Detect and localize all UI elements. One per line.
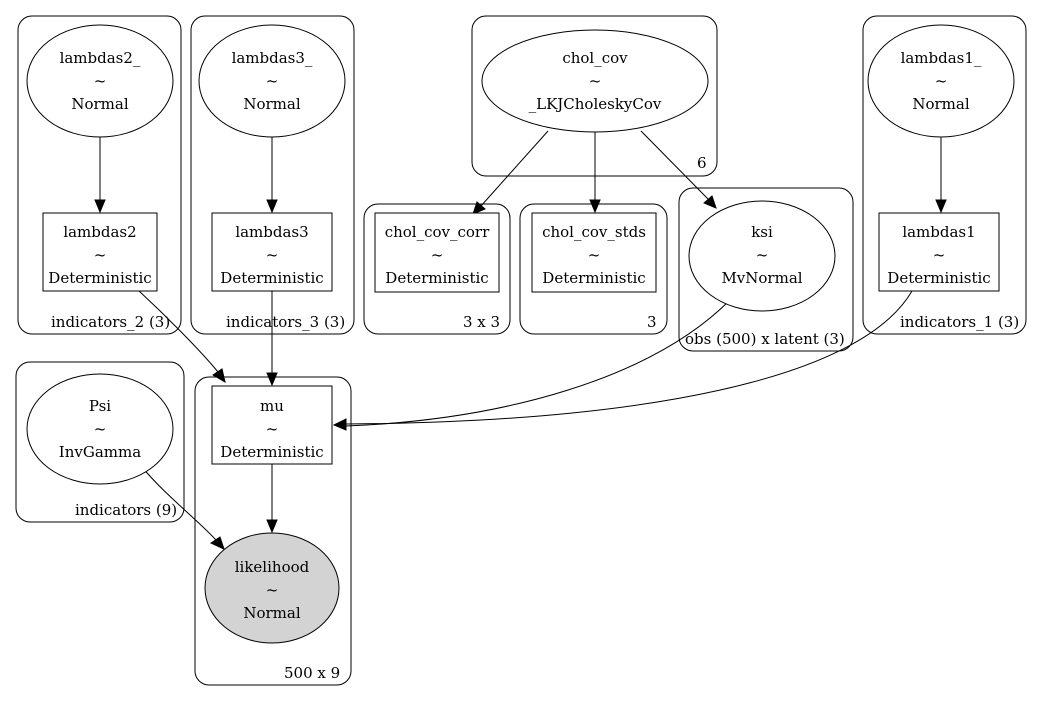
node-lambdas3-name: lambdas3 xyxy=(235,223,308,241)
plate-label-obs-latent: obs (500) x latent (3) xyxy=(685,330,845,348)
node-lambdas3-dist: Deterministic xyxy=(220,269,323,287)
node-chol_cov-dist: _LKJCholeskyCov xyxy=(529,95,662,113)
node-lambdas2_-name: lambdas2_ xyxy=(60,49,141,67)
edge-lambdas1_-to-lambdas1 xyxy=(935,137,947,214)
node-lambdas2-name: lambdas2 xyxy=(63,223,136,241)
node-lambdas3_-name: lambdas3_ xyxy=(232,49,313,67)
node-lambdas2[interactable]: lambdas2 ~ Deterministic xyxy=(42,212,158,292)
node-Psi-sep: ~ xyxy=(94,420,107,438)
node-Psi-name: Psi xyxy=(89,397,111,415)
edge-lambdas3_-to-lambdas3 xyxy=(266,137,278,214)
node-lambdas1-sep: ~ xyxy=(933,246,946,264)
plate-obs-latent: obs (500) x latent (3) xyxy=(678,187,854,352)
node-lambdas2_-sep: ~ xyxy=(94,72,107,90)
node-mu-name: mu xyxy=(260,397,284,415)
edge-lambdas2_-to-lambdas2 xyxy=(94,137,106,214)
node-Psi[interactable]: Psi ~ InvGamma xyxy=(26,373,174,485)
node-lambdas2-dist: Deterministic xyxy=(48,269,151,287)
plate-label-corr: 3 x 3 xyxy=(463,313,500,331)
node-lambdas1_-sep: ~ xyxy=(935,72,948,90)
node-Psi-dist: InvGamma xyxy=(59,443,141,461)
node-ksi-name: ksi xyxy=(751,223,773,241)
node-lambdas1_-dist: Normal xyxy=(912,95,969,113)
node-ksi-dist: MvNormal xyxy=(721,269,802,287)
plate-label-stds: 3 xyxy=(647,313,657,331)
edge-mu-to-likelihood xyxy=(266,464,278,534)
node-chol_cov_corr-dist: Deterministic xyxy=(385,269,488,287)
plate-label-data: 500 x 9 xyxy=(284,664,340,682)
node-chol_cov_stds-sep: ~ xyxy=(588,246,601,264)
node-likelihood-name: likelihood xyxy=(235,558,310,576)
node-lambdas3[interactable]: lambdas3 ~ Deterministic xyxy=(211,212,333,292)
node-likelihood-sep: ~ xyxy=(266,581,279,599)
node-lambdas1[interactable]: lambdas1 ~ Deterministic xyxy=(878,212,1000,292)
node-likelihood[interactable]: likelihood ~ Normal xyxy=(204,532,340,644)
node-lambdas2_-dist: Normal xyxy=(71,95,128,113)
edge-chol_cov-to-chol_cov_corr xyxy=(472,130,549,215)
edge-lambdas3-to-mu xyxy=(266,291,278,387)
node-lambdas1-name: lambdas1 xyxy=(902,223,975,241)
plate-label-indicators-2: indicators_2 (3) xyxy=(51,313,170,331)
node-lambdas3-sep: ~ xyxy=(266,246,279,264)
plate-label-indicators-1: indicators_1 (3) xyxy=(900,313,1019,331)
node-chol_cov-sep: ~ xyxy=(589,72,602,90)
plate-label-chol-cov: 6 xyxy=(697,154,707,172)
plate-indicators-2: indicators_2 (3) xyxy=(17,15,182,335)
node-chol_cov-name: chol_cov xyxy=(562,49,628,67)
node-lambdas3_-dist: Normal xyxy=(243,95,300,113)
edge-ksi-to-mu xyxy=(345,299,731,427)
plate-indicators: indicators (9) xyxy=(15,361,185,523)
node-lambdas1_-name: lambdas1_ xyxy=(901,49,982,67)
edge-Psi-to-likelihood xyxy=(141,466,225,550)
node-likelihood-dist: Normal xyxy=(243,604,300,622)
node-lambdas2_[interactable]: lambdas2_ ~ Normal xyxy=(26,24,174,138)
node-lambdas1-dist: Deterministic xyxy=(887,269,990,287)
node-mu-sep: ~ xyxy=(266,420,279,438)
edge-chol_cov-to-ksi xyxy=(640,130,717,209)
node-lambdas2-sep: ~ xyxy=(94,246,107,264)
edge-lambdas1-to-mu xyxy=(332,290,913,431)
edge-lambdas2-to-mu xyxy=(137,289,226,384)
plate-indicators-1: indicators_1 (3) xyxy=(862,15,1027,335)
node-ksi[interactable]: ksi ~ MvNormal xyxy=(688,200,836,312)
plate-corr: 3 x 3 xyxy=(363,203,511,335)
node-chol_cov_stds-name: chol_cov_stds xyxy=(542,223,646,241)
node-chol_cov_corr[interactable]: chol_cov_corr ~ Deterministic xyxy=(374,212,500,293)
node-chol_cov[interactable]: chol_cov ~ _LKJCholeskyCov xyxy=(481,29,709,133)
node-lambdas1_[interactable]: lambdas1_ ~ Normal xyxy=(867,24,1015,138)
node-chol_cov_stds-dist: Deterministic xyxy=(542,269,645,287)
node-chol_cov_corr-name: chol_cov_corr xyxy=(385,223,490,241)
node-lambdas3_-sep: ~ xyxy=(266,72,279,90)
node-mu[interactable]: mu ~ Deterministic xyxy=(211,385,333,465)
node-chol_cov_stds[interactable]: chol_cov_stds ~ Deterministic xyxy=(531,212,657,293)
edge-chol_cov-to-chol_cov_stds xyxy=(589,132,601,214)
plate-label-indicators-3: indicators_3 (3) xyxy=(226,313,345,331)
node-chol_cov_corr-sep: ~ xyxy=(431,246,444,264)
node-ksi-sep: ~ xyxy=(756,246,769,264)
plate-label-indicators: indicators (9) xyxy=(75,501,177,519)
node-lambdas3_[interactable]: lambdas3_ ~ Normal xyxy=(198,24,346,138)
node-mu-dist: Deterministic xyxy=(220,443,323,461)
